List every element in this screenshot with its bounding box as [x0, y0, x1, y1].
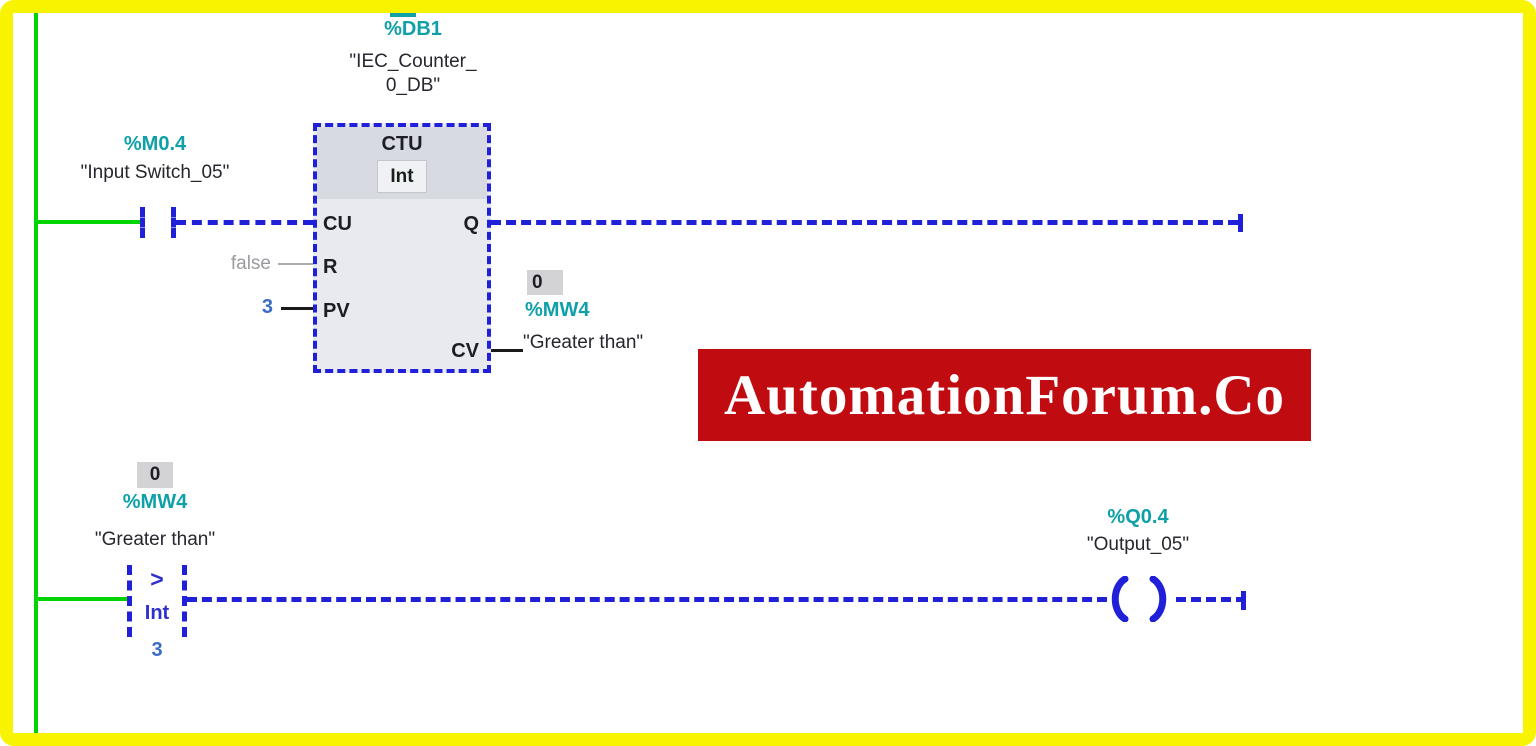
- wire-cv-output: [491, 349, 523, 352]
- wire-compare-to-coil: [187, 597, 1107, 602]
- cv-name-label[interactable]: "Greater than": [523, 332, 644, 353]
- r-input-value[interactable]: false: [230, 253, 271, 274]
- wire-pv-input: [281, 307, 313, 310]
- db-address-label[interactable]: %DB1: [384, 18, 442, 40]
- wire-rail-to-compare: [36, 597, 127, 601]
- coil-name-label[interactable]: "Output_05": [1086, 534, 1190, 555]
- compare-right-bar[interactable]: [182, 565, 187, 637]
- contact-left-bar[interactable]: [140, 207, 145, 238]
- contact-name-label[interactable]: "Input Switch_05": [80, 162, 230, 183]
- pin-q-label: Q: [463, 213, 479, 235]
- cv-monitor-value: 0: [527, 270, 563, 295]
- db-name-line1[interactable]: "IEC_Counter_: [349, 51, 477, 72]
- pin-pv-label: PV: [323, 300, 350, 322]
- compare-monitor-value: 0: [137, 462, 173, 488]
- pin-r-label: R: [323, 256, 338, 278]
- compare-symbol[interactable]: >: [150, 566, 164, 592]
- watermark-banner: AutomationForum.Co: [698, 349, 1311, 441]
- db-name-line2[interactable]: 0_DB": [385, 75, 441, 96]
- ctu-block-title: CTU: [381, 133, 423, 155]
- compare-type-dropdown[interactable]: Int: [144, 602, 170, 624]
- pin-cv-label: CV: [451, 340, 479, 362]
- ctu-type-dropdown[interactable]: Int: [377, 160, 427, 193]
- selection-handle-icon: [390, 13, 416, 17]
- coil-address-label[interactable]: %Q0.4: [1107, 506, 1169, 528]
- power-rail: [34, 13, 38, 733]
- watermark-text: AutomationForum.Co: [723, 363, 1286, 427]
- wire-rail-to-contact: [36, 220, 140, 224]
- compare-address-label[interactable]: %MW4: [122, 491, 188, 513]
- wire-r-input: [278, 263, 313, 265]
- wire-coil-to-end: [1176, 597, 1246, 602]
- compare-left-bar[interactable]: [127, 565, 132, 637]
- wire-coil-end-tick: [1241, 591, 1246, 610]
- wire-q-output: [491, 220, 1238, 225]
- wire-q-end-tick: [1238, 214, 1243, 232]
- compare-value[interactable]: 3: [151, 639, 163, 661]
- ctu-block[interactable]: CTU Int CU Q R PV CV: [313, 123, 491, 373]
- contact-address-label[interactable]: %M0.4: [123, 133, 187, 155]
- contact-right-bar[interactable]: [171, 207, 176, 238]
- output-coil[interactable]: [1103, 576, 1175, 622]
- pv-input-value[interactable]: 3: [261, 296, 273, 318]
- cv-address-label[interactable]: %MW4: [525, 299, 590, 321]
- pin-cu-label: CU: [323, 213, 352, 235]
- compare-name-label[interactable]: "Greater than": [94, 529, 216, 550]
- wire-contact-to-block: [176, 220, 313, 225]
